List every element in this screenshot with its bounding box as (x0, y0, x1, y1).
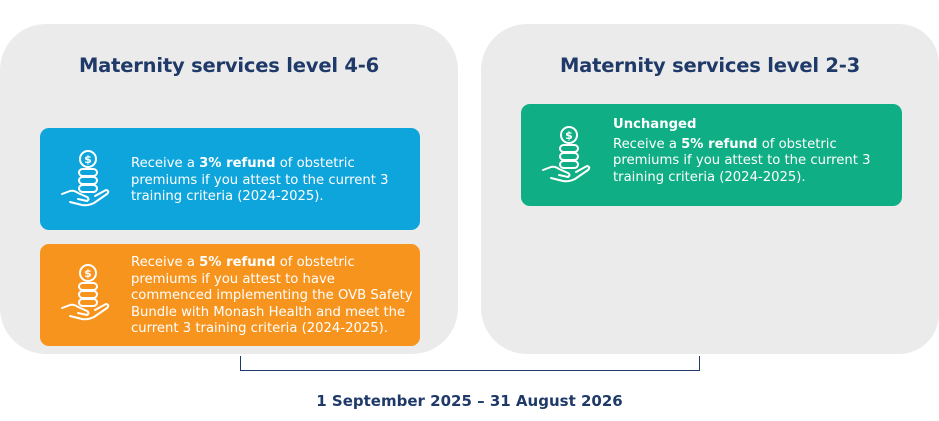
svg-text:$: $ (84, 267, 92, 280)
coin-stack-hand-icon: $ (61, 150, 110, 207)
panel-title: Maternity services level 2-3 (559, 54, 861, 77)
card-text: Receive a 5% refund of obstetric premium… (131, 255, 413, 336)
panel-level-4-6: Maternity services level 4-6 $ Receive a… (0, 24, 458, 354)
svg-text:$: $ (84, 153, 92, 166)
card-heading: Unchanged (613, 117, 697, 132)
card-text: Unchanged Receive a 5% refund of obstetr… (613, 117, 895, 186)
card-unchanged: $ Unchanged Receive a 5% refund of obste… (521, 104, 902, 206)
svg-text:$: $ (565, 129, 573, 142)
coin-stack-hand-icon: $ (542, 126, 591, 183)
card-3-percent-refund: $ Receive a 3% refund of obstetric premi… (40, 128, 420, 230)
coin-stack-hand-icon: $ (61, 264, 110, 321)
card-text: Receive a 3% refund of obstetric premium… (131, 156, 389, 204)
timeline-bracket (240, 356, 700, 371)
date-range-label: 1 September 2025 – 31 August 2026 (316, 392, 623, 410)
card-5-percent-refund: $ Receive a 5% refund of obstetric premi… (40, 244, 420, 346)
panel-title: Maternity services level 4-6 (78, 54, 380, 77)
